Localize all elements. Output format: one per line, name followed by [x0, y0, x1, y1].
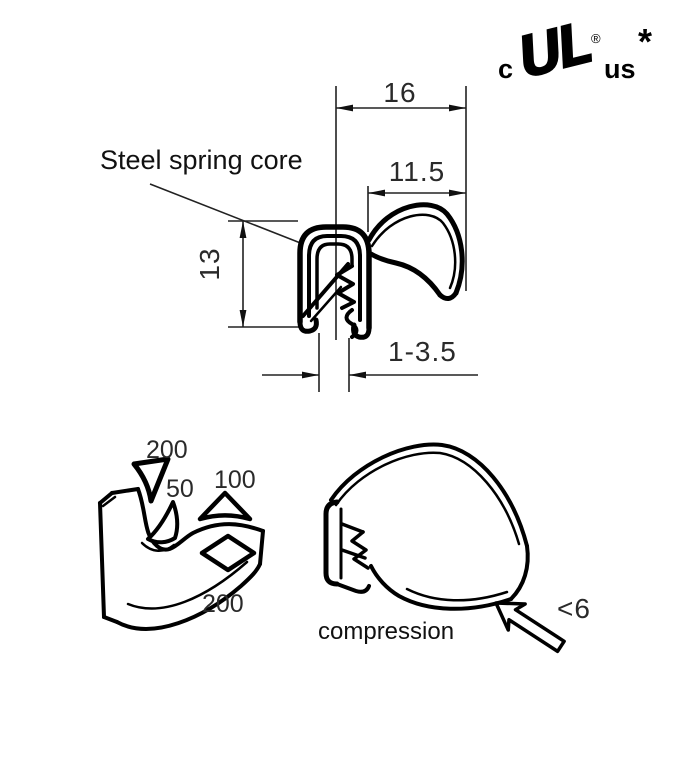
dimension-13-arrows	[239, 221, 247, 327]
dim-11-5-label: 11.5	[388, 156, 446, 187]
dim-16-label: 16	[383, 77, 417, 108]
bend-radii-figure	[98, 456, 265, 631]
ul-us-suffix: us	[604, 54, 636, 84]
dimension-16-lines	[335, 86, 467, 340]
dim-range-label: 1-3.5	[388, 336, 457, 367]
compression-figure	[323, 442, 566, 654]
ul-c-prefix: c	[498, 54, 514, 84]
bend-label-bottom: 200	[202, 590, 244, 618]
leader-line	[149, 183, 304, 245]
ul-registered-icon: ®	[591, 31, 601, 46]
bend-label-mid-right: 100	[214, 466, 256, 494]
dimension-range-arrows	[302, 371, 366, 379]
compression-arrow	[494, 601, 566, 654]
ul-monogram: UL	[509, 9, 595, 93]
bend-triangle-100	[197, 490, 253, 522]
compression-label: compression	[318, 618, 455, 645]
dim-13-label: 13	[194, 247, 225, 281]
dimension-16-arrows	[336, 104, 466, 112]
compression-value: <6	[557, 593, 591, 624]
bend-label-top: 200	[146, 436, 188, 464]
bend-arrow-top	[131, 456, 171, 504]
footnote-asterisk: *	[638, 21, 653, 62]
bend-diamond-200	[199, 533, 257, 573]
dimension-115-arrows	[368, 189, 466, 197]
bend-shape-50	[146, 500, 180, 545]
steel-spring-core-label: Steel spring core	[100, 145, 303, 175]
bend-label-mid-left: 50	[166, 475, 194, 503]
cross-section-profile	[297, 202, 465, 340]
dimension-13-lines	[228, 220, 301, 328]
